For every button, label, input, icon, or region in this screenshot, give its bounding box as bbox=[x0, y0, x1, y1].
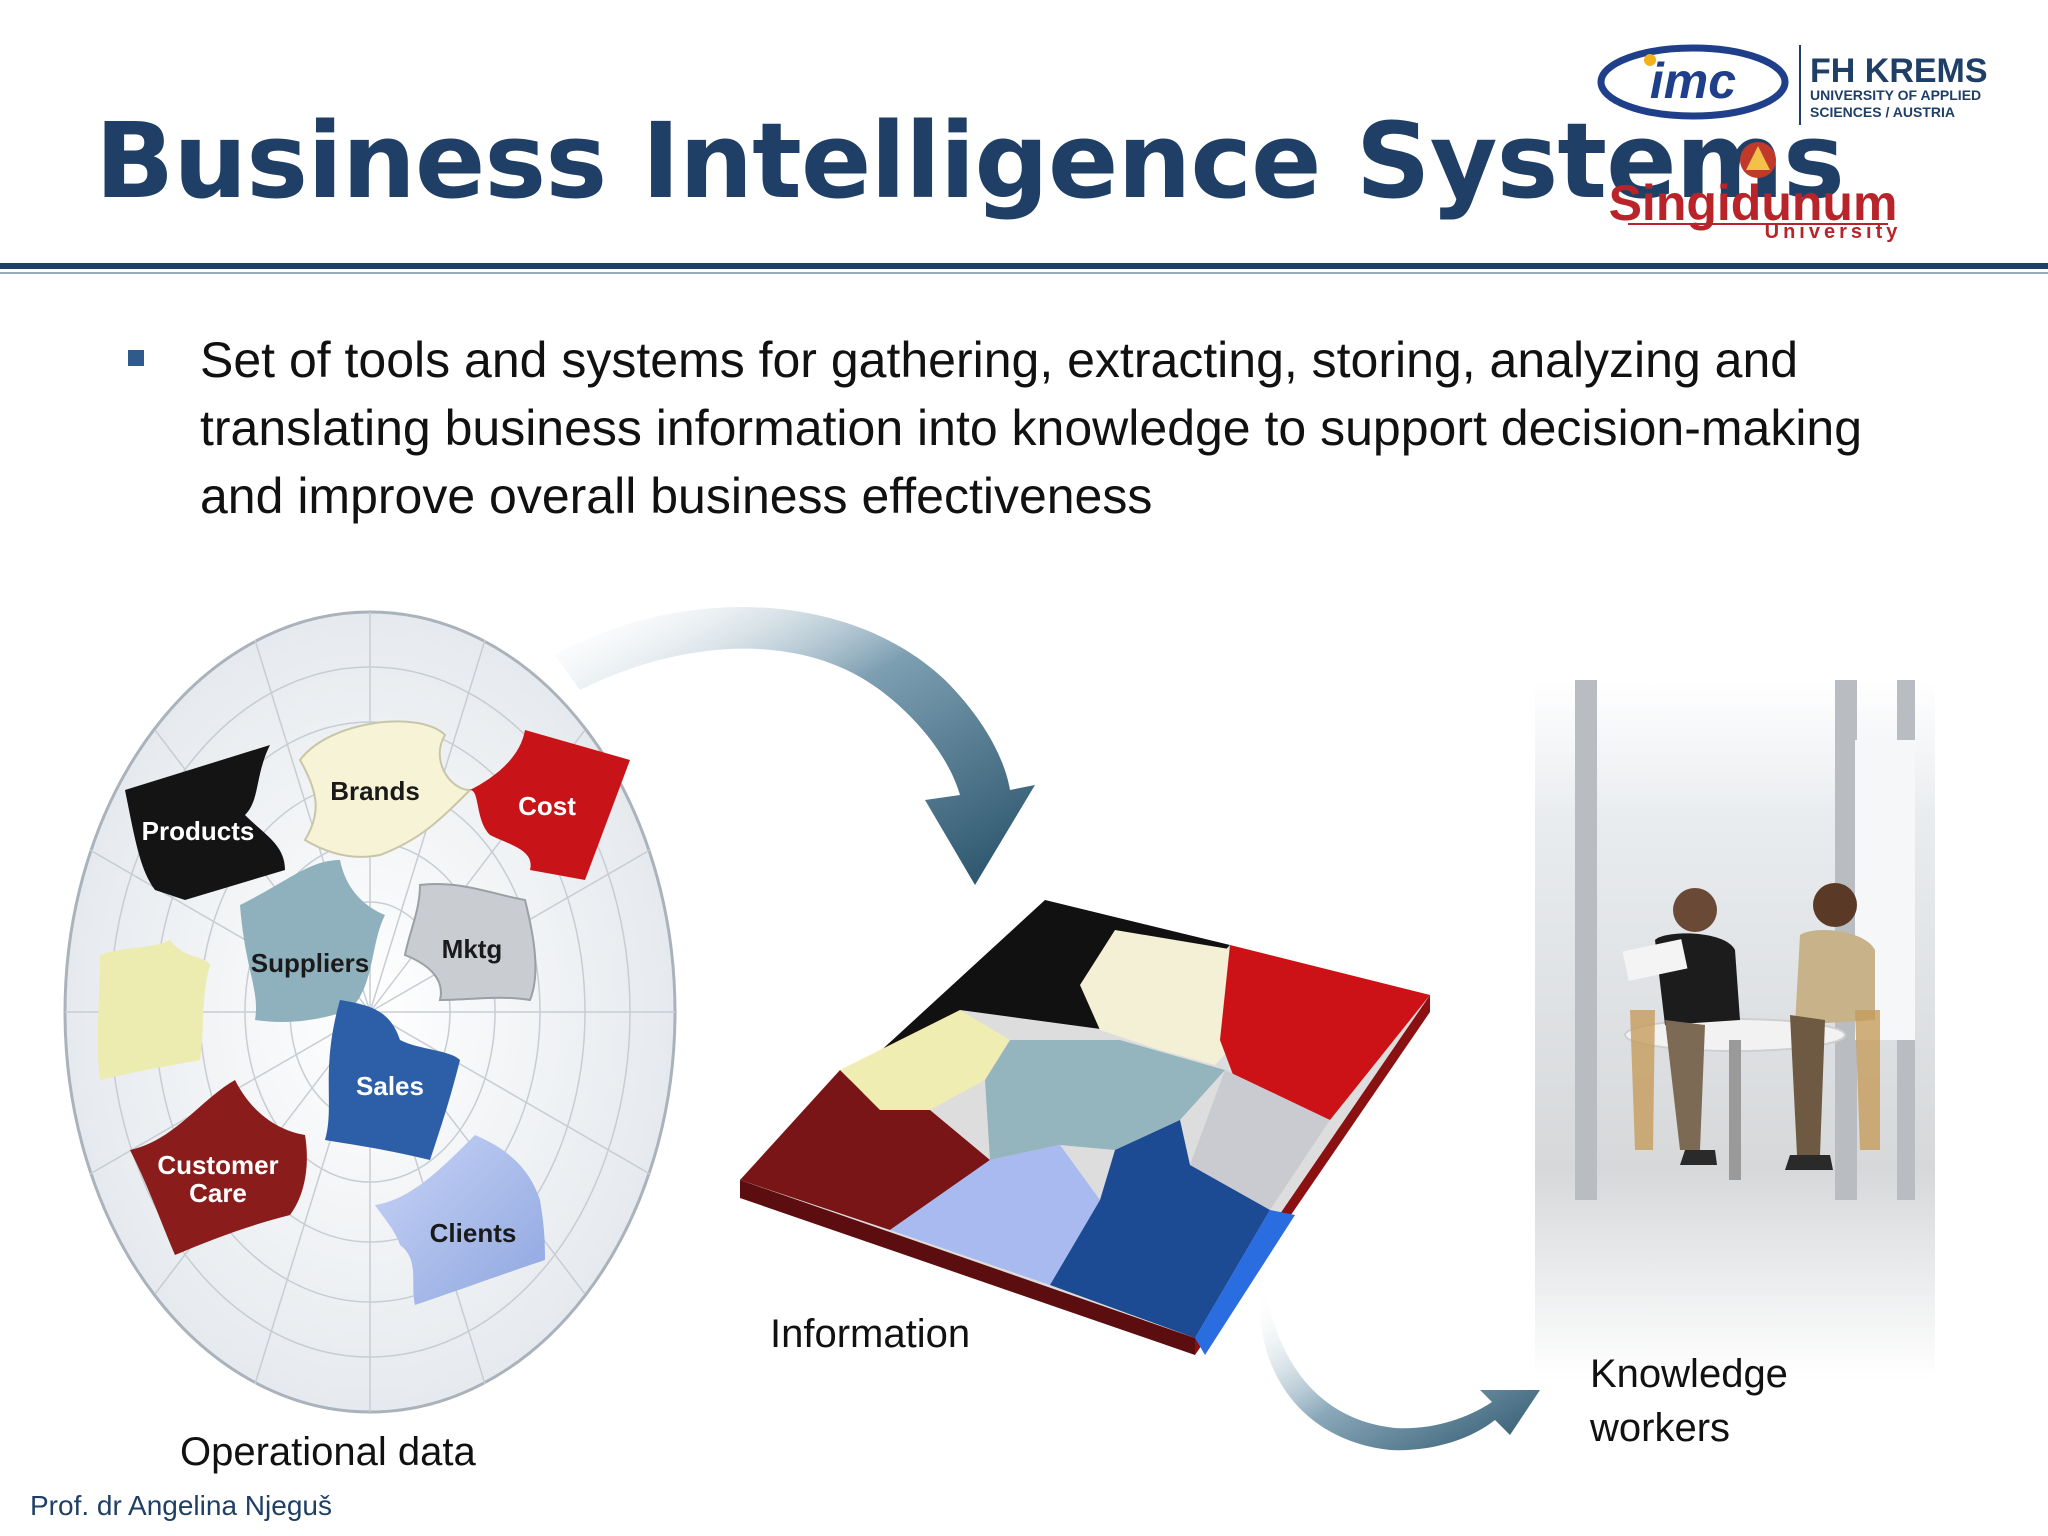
puzzle-piece-products: Products bbox=[125, 745, 285, 900]
singidunum-logo-text: Singidunum bbox=[1609, 175, 1898, 231]
title-divider bbox=[0, 263, 2048, 269]
bullet-text: Set of tools and systems for gathering, … bbox=[200, 332, 1863, 524]
singidunum-sub-text: University bbox=[1765, 221, 1902, 243]
label-operational-data: Operational data bbox=[180, 1430, 476, 1474]
piece-label-mktg: Mktg bbox=[442, 934, 503, 964]
slide-title: Business Intelligence Systems bbox=[95, 100, 1845, 222]
piece-label-customer: Customer bbox=[157, 1150, 278, 1180]
puzzle-piece-suppliers: Suppliers bbox=[240, 860, 385, 1022]
fh-krems-title: FH KREMS bbox=[1810, 52, 1988, 90]
piece-label-sales: Sales bbox=[356, 1071, 424, 1101]
puzzle-piece-customer-care: Customer Care bbox=[130, 1080, 307, 1255]
piece-label-brands: Brands bbox=[330, 776, 420, 806]
knowledge-workers-photo bbox=[1535, 680, 1935, 1380]
puzzle-piece-cost: Cost bbox=[470, 730, 630, 880]
puzzle-piece-sales: Sales bbox=[325, 1000, 460, 1160]
puzzle-piece-brands: Brands bbox=[298, 720, 473, 858]
slide-footer-author: Prof. dr Angelina Njeguš bbox=[30, 1490, 332, 1521]
curved-arrow-to-information-icon bbox=[555, 606, 1035, 885]
fh-krems-sub2: SCIENCES / AUSTRIA bbox=[1810, 104, 1955, 120]
puzzle-piece-mktg: Mktg bbox=[403, 883, 537, 1002]
fh-krems-sub1: UNIVERSITY OF APPLIED bbox=[1810, 87, 1981, 103]
piece-label-products: Products bbox=[142, 816, 255, 846]
label-workers: workers bbox=[1590, 1406, 1731, 1450]
bullet-square-icon bbox=[128, 350, 144, 366]
puzzle-piece-yellow bbox=[97, 940, 210, 1080]
imc-logo: imc bbox=[1597, 44, 1789, 120]
piece-label-cost: Cost bbox=[518, 791, 576, 821]
logo-area: imc FH KREMS UNIVERSITY OF APPLIED SCIEN… bbox=[1597, 44, 1988, 243]
piece-label-care: Care bbox=[189, 1178, 247, 1208]
piece-label-suppliers: Suppliers bbox=[251, 948, 369, 978]
label-knowledge: Knowledge bbox=[1590, 1352, 1788, 1396]
curved-arrow-to-knowledge-icon bbox=[1259, 1290, 1540, 1451]
label-information: Information bbox=[770, 1312, 971, 1356]
title-divider-shadow bbox=[0, 272, 2048, 274]
puzzle-piece-clients: Clients bbox=[375, 1135, 545, 1305]
information-puzzle bbox=[740, 900, 1430, 1355]
imc-logo-text: imc bbox=[1650, 53, 1736, 109]
piece-label-clients: Clients bbox=[430, 1218, 517, 1248]
singidunum-emblem-icon bbox=[1740, 142, 1776, 178]
